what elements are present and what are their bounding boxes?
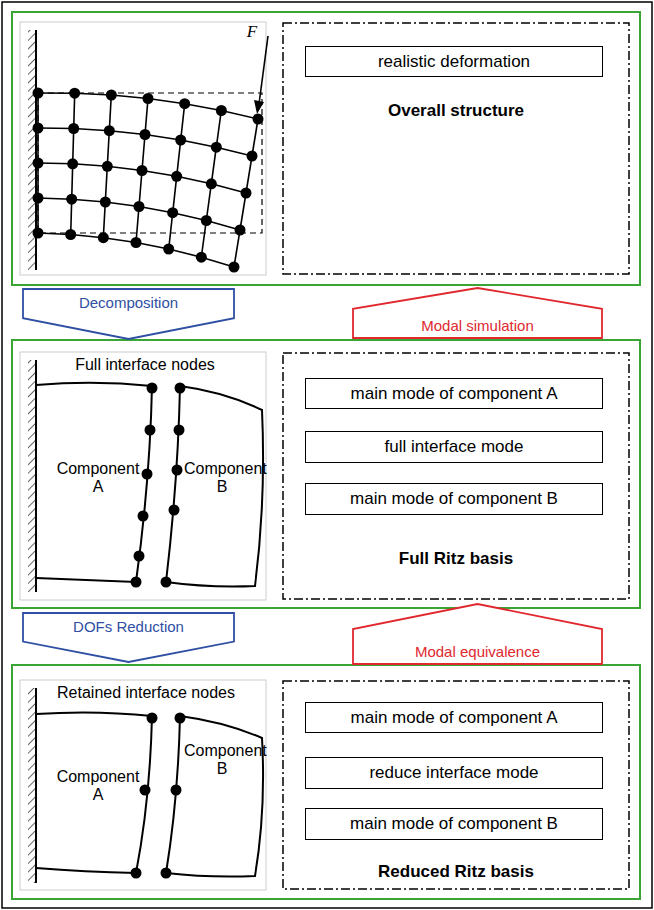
component-label: Component B xyxy=(184,742,260,779)
arrow-text: DOFs Reduction xyxy=(60,618,196,635)
basis-group: Full Ritz basis main mode of component A f… xyxy=(282,352,630,600)
mode-box: main mode of component A xyxy=(305,378,603,409)
arrow-text: Modal simulation xyxy=(397,317,558,334)
arrow-text: Decomposition xyxy=(60,294,196,311)
box-text: main mode of component A xyxy=(351,384,558,404)
component-label: Component A xyxy=(56,768,140,805)
feedback-arrow: Modal simulation xyxy=(352,287,603,339)
group-title: Reduced Ritz basis xyxy=(282,862,630,882)
box-text: main mode of component B xyxy=(350,489,558,509)
green-panel xyxy=(12,12,640,285)
group-title: Full Ritz basis xyxy=(282,549,630,569)
arrow-text: Modal equivalence xyxy=(397,643,558,660)
group-title: Overall structure xyxy=(282,101,630,121)
components-reduced xyxy=(36,712,263,876)
wall-hatch xyxy=(28,688,36,883)
mode-box: reduce interface mode xyxy=(305,757,603,789)
figure-frame xyxy=(20,352,266,600)
box-text: reduce interface mode xyxy=(369,763,538,783)
figure-frame xyxy=(20,22,266,275)
wall-hatch xyxy=(28,360,36,592)
figure-frame xyxy=(20,680,266,890)
box-text: main mode of component A xyxy=(351,708,558,728)
mode-box: main mode of component A xyxy=(305,702,603,733)
feedback-arrow: Modal equivalence xyxy=(352,603,603,665)
box-text: full interface mode xyxy=(385,437,524,457)
figure-caption: Retained interface nodes xyxy=(46,684,246,702)
force-label: F xyxy=(240,22,264,42)
figure-caption: Full interface nodes xyxy=(60,356,230,374)
component-label: Component A xyxy=(56,460,140,497)
green-panel xyxy=(12,665,640,899)
box-text: main mode of component B xyxy=(350,814,558,834)
deformed-mesh xyxy=(33,88,264,273)
box-text: realistic deformation xyxy=(378,52,530,72)
green-panel xyxy=(12,340,640,608)
component-label: Component B xyxy=(184,460,260,497)
components-full xyxy=(36,383,263,587)
mode-box: main mode of component B xyxy=(305,483,603,515)
process-arrow: DOFs Reduction xyxy=(22,612,235,663)
basis-group: Overall structure realistic deformation xyxy=(282,22,630,275)
mode-box: main mode of component B xyxy=(305,808,603,840)
force-arrow xyxy=(254,100,264,114)
basis-group: Reduced Ritz basis main mode of component… xyxy=(282,680,630,890)
mode-box: realistic deformation xyxy=(305,46,603,77)
process-arrow: Decomposition xyxy=(22,288,235,340)
mode-box: full interface mode xyxy=(305,431,603,463)
